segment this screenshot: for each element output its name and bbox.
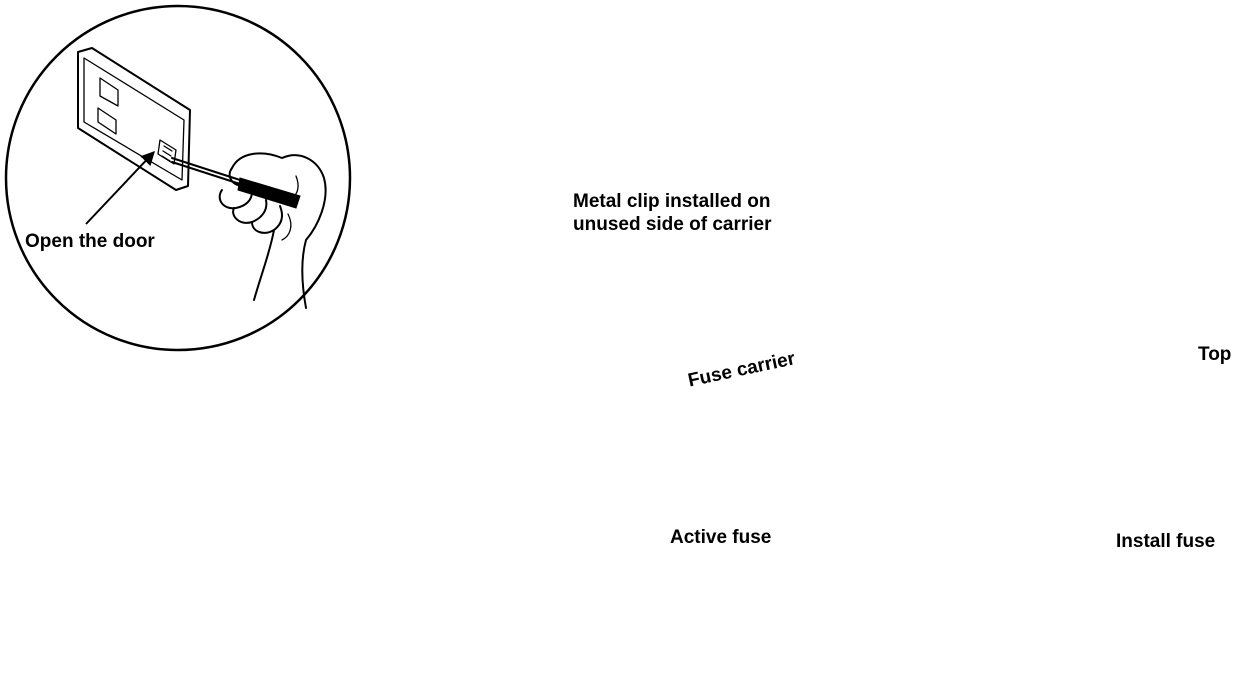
metal-clip-label-line2: unused side of carrier <box>573 214 772 235</box>
top-label: Top <box>1198 344 1232 365</box>
active-fuse-label: Active fuse <box>670 527 772 548</box>
open-door-pointer <box>85 150 155 225</box>
door-panel <box>77 47 191 191</box>
metal-clip-label-line1: Metal clip installed on <box>573 191 771 212</box>
install-fuse-label: Install fuse <box>1116 531 1216 552</box>
hand <box>218 152 327 309</box>
open-door-label: Open the door <box>25 231 155 252</box>
open-door-detail <box>4 4 352 352</box>
metal-clip-label: Metal clip installed on unused side of c… <box>573 190 772 236</box>
